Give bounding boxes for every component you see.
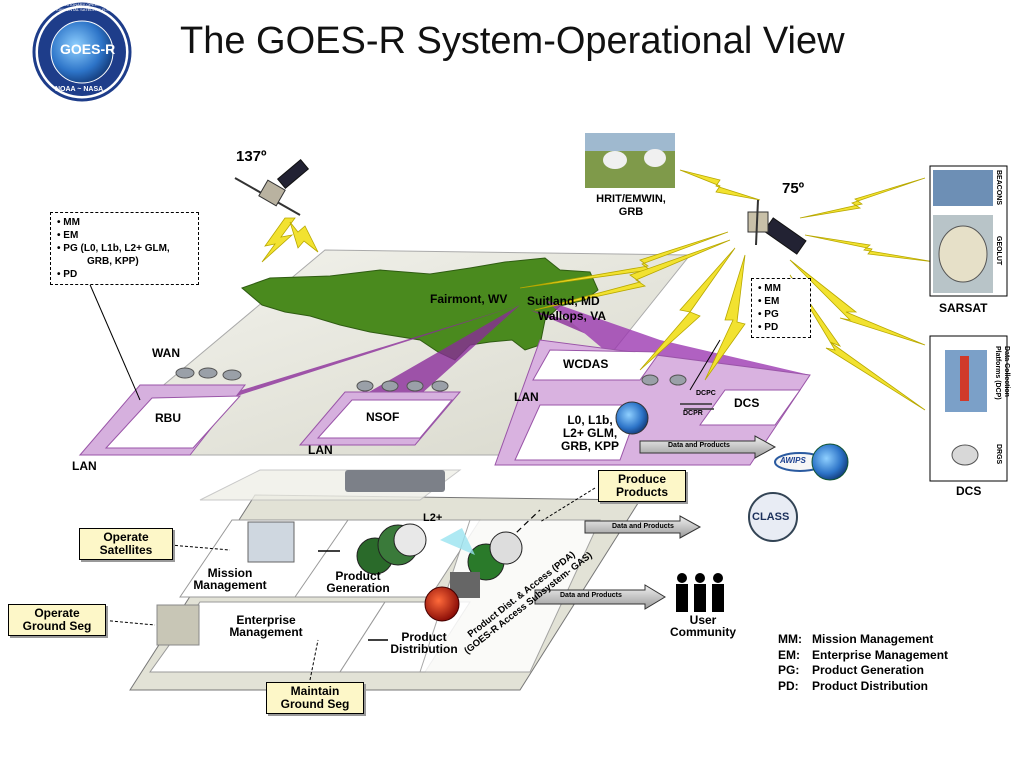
sarsat-box — [929, 165, 1008, 297]
class-logo — [748, 492, 798, 542]
lan-planes — [78, 339, 811, 466]
dcs-side-label: DCS — [956, 484, 982, 498]
goes-r-logo — [32, 2, 132, 102]
dcs-lan-label: DCS — [734, 396, 760, 410]
lan-label-wcdas: LAN — [514, 390, 539, 404]
products-list: L0, L1b, L2+ GLM, GRB, KPP — [560, 413, 619, 453]
site-fairmont: Fairmont, WV — [430, 292, 508, 306]
dcp-label: Data Collection Platforms (DCP) — [994, 346, 1010, 400]
right-functions-box: MM EM PG PD — [751, 278, 811, 338]
data-products-arrow-3: Data and Products — [560, 592, 622, 599]
satellite-west-icon — [234, 159, 310, 216]
dcs-side-box — [929, 335, 1008, 482]
awips-text: AWIPS — [780, 456, 806, 465]
left-functions-box: MM EM PG (L0, L1b, L2+ GLM, GRB, KPP) PD — [50, 212, 199, 285]
user-community-icon — [676, 573, 724, 612]
wcdas-label: WCDAS — [563, 357, 609, 371]
beacons-label: BEACONS — [995, 170, 1002, 206]
antenna-dishes — [175, 367, 687, 392]
nsof-label: NSOF — [366, 410, 400, 424]
legend-item: PG:Product Generation — [778, 663, 925, 677]
satellite-east-icon — [747, 199, 807, 255]
data-products-arrow-2: Data and Products — [612, 523, 674, 530]
satellite-east-label: 75º — [782, 180, 805, 197]
wan-label: WAN — [152, 346, 180, 360]
site-wallops: Wallops, VA — [538, 309, 607, 323]
dcpr-label: DCPR — [683, 410, 703, 417]
hrit-label: HRIT/EMWIN,GRB — [596, 193, 666, 218]
site-suitland: Suitland, MD — [527, 294, 600, 308]
hrit-photo — [585, 133, 675, 188]
logo-ring-top: GEOSTATIONARY OPERATIONAL ENVIRONMENTAL … — [45, 2, 121, 12]
rbu-label: RBU — [155, 411, 181, 425]
logo-center-text: GOES-R — [60, 41, 116, 57]
dcpc-label: DCPC — [696, 390, 716, 397]
legend-item: PD:Product Distribution — [778, 678, 928, 693]
satellite-west-label: 137º — [236, 148, 267, 165]
lan-label-nsof: LAN — [308, 443, 333, 457]
lightning-bolts — [261, 169, 936, 411]
sarsat-label: SARSAT — [939, 301, 988, 315]
legend: MM:Mission Management EM:Enterprise Mana… — [778, 632, 948, 694]
l2plus-label: L2+ — [423, 512, 443, 524]
data-products-arrow-1: Data and Products — [668, 442, 730, 449]
lan-label-rbu: LAN — [72, 459, 97, 473]
product-globes — [356, 401, 649, 622]
drgs-label: DRGS — [995, 444, 1002, 465]
class-text: CLASS — [752, 511, 790, 523]
legend-item: MM:Mission Management — [778, 632, 934, 646]
logo-ring-bottom: NOAA ~ NASA — [55, 86, 104, 93]
data-arrows — [534, 403, 777, 610]
page-title: The GOES-R System-Operational View — [180, 20, 845, 62]
legend-item: EM:Enterprise Management — [778, 647, 949, 662]
awips-logo — [774, 443, 849, 481]
leader-lines — [87, 279, 721, 681]
geolut-label: GEOLUT — [995, 236, 1002, 266]
